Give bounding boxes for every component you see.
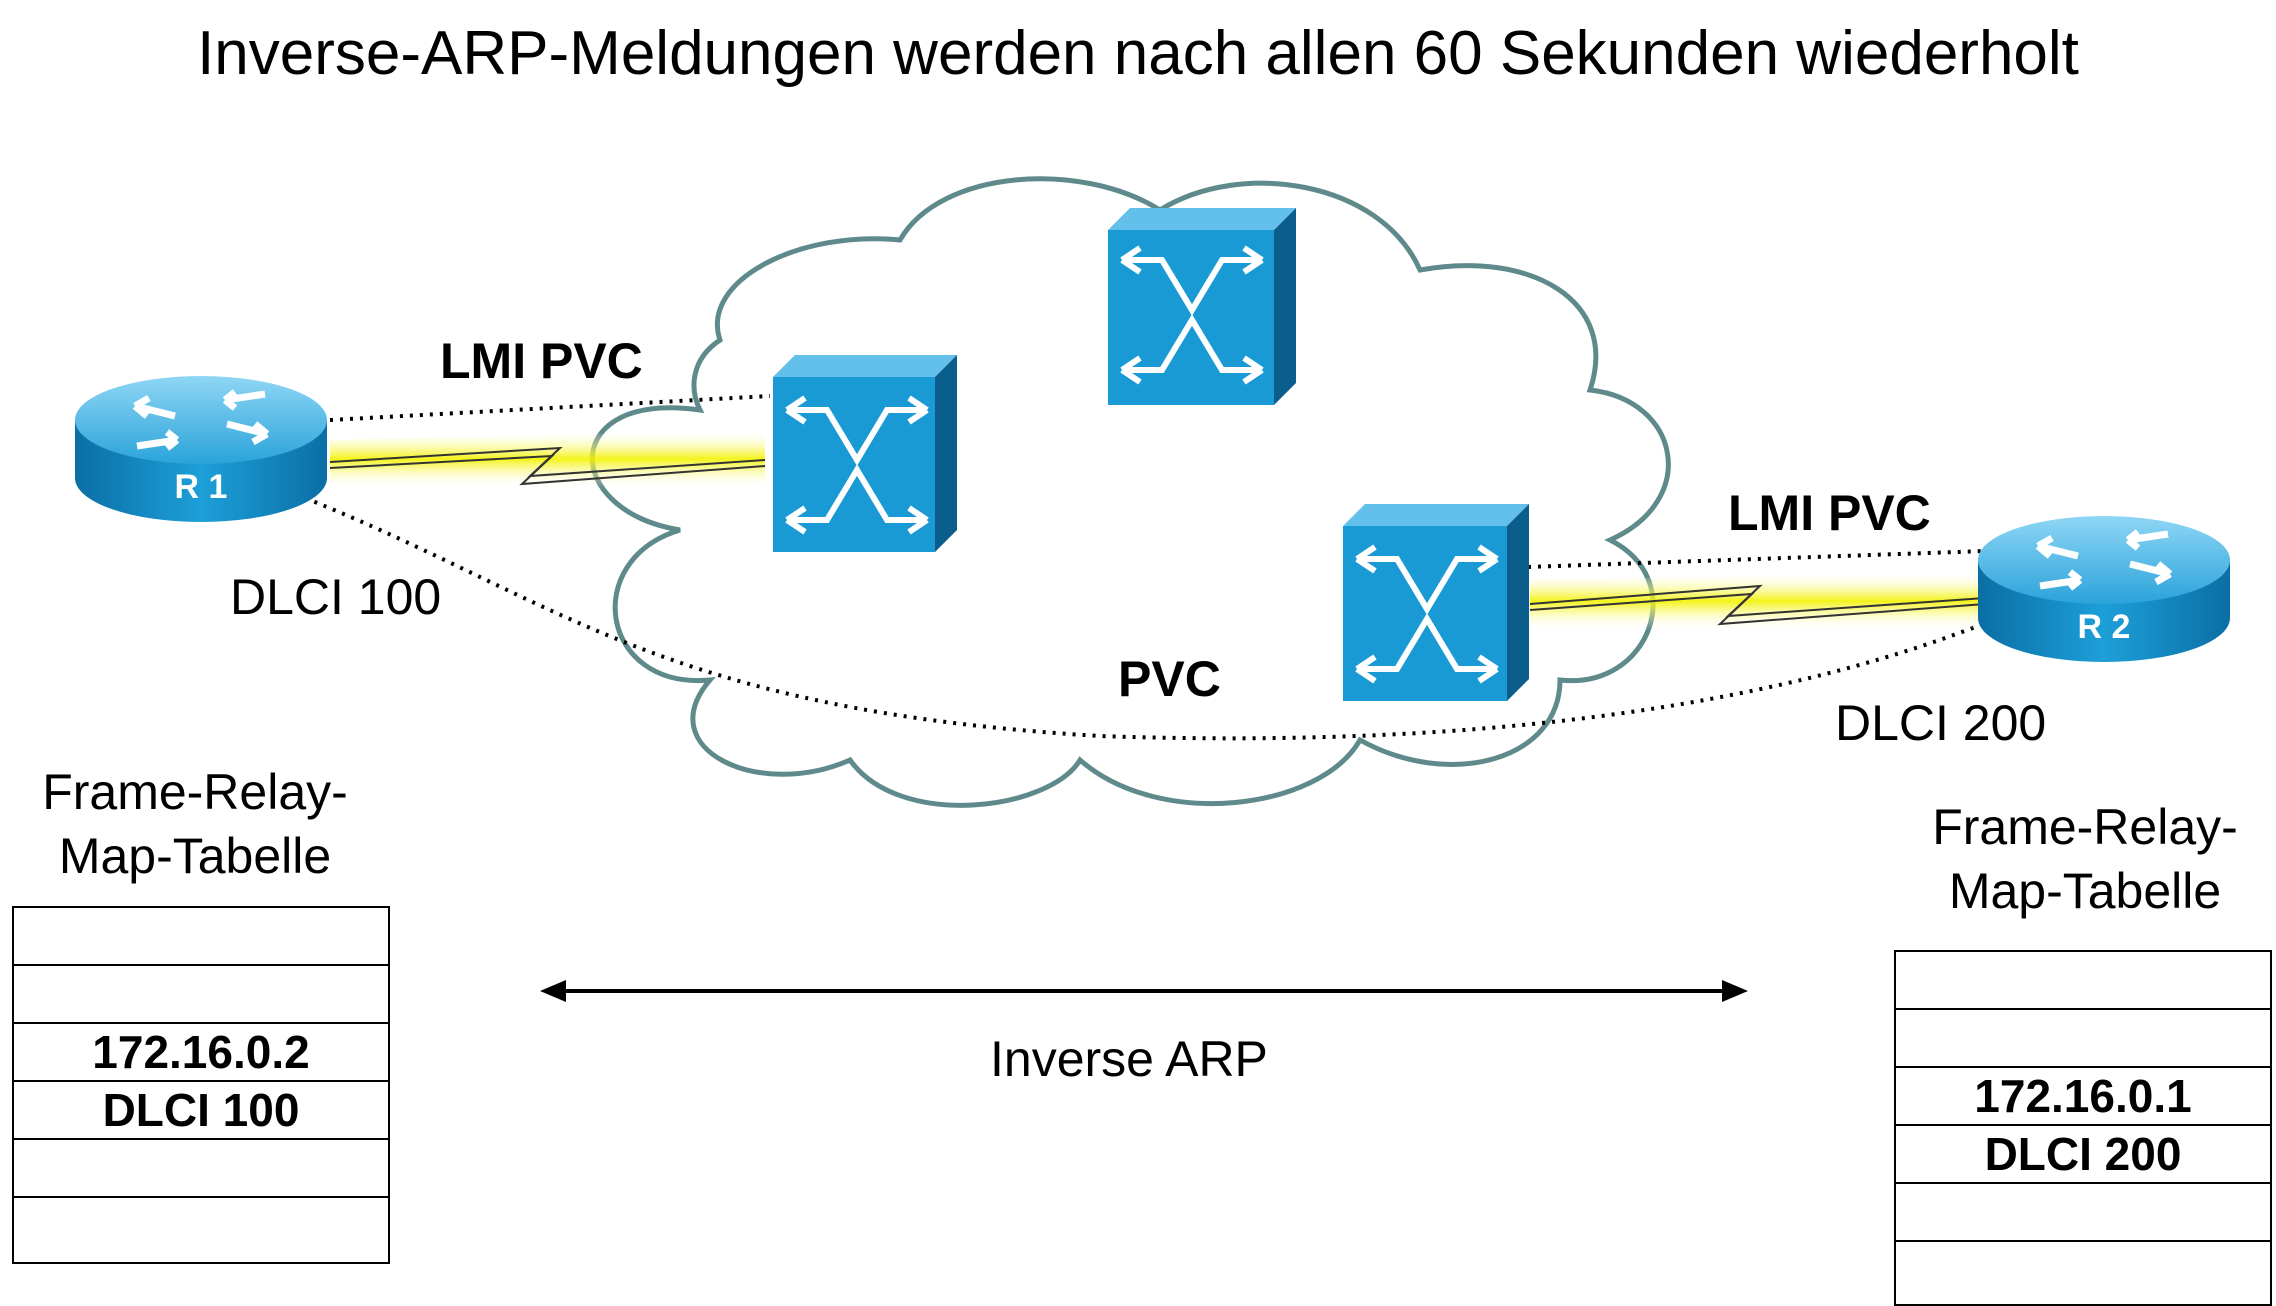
router-r1-icon: R 1: [75, 376, 327, 522]
router-r2-label: R 2: [2078, 608, 2131, 646]
map-right-table: 172.16.0.1 DLCI 200: [1894, 950, 2272, 1306]
switch-left-icon: [773, 355, 957, 552]
map-left-cell: [12, 1138, 390, 1198]
map-right-cell: [1894, 950, 2272, 1010]
pvc-label: PVC: [1118, 651, 1221, 707]
map-right-title: Frame-Relay- Map-Tabelle: [1932, 799, 2238, 919]
map-left-table: 172.16.0.2 DLCI 100: [12, 906, 390, 1264]
switch-right-icon: [1343, 504, 1529, 701]
lmi-pvc-label-left: LMI PVC: [440, 333, 643, 389]
map-left-cell: [12, 1196, 390, 1264]
map-left-cell: [12, 906, 390, 966]
map-right-cell: [1894, 1182, 2272, 1242]
serial-link-left: [329, 430, 766, 488]
dlci-right-label: DLCI 200: [1835, 695, 2047, 751]
pvc-line: [304, 496, 2004, 741]
map-right-cell: [1894, 1008, 2272, 1068]
map-right-cell: 172.16.0.1: [1894, 1066, 2272, 1126]
map-right-cell: DLCI 200: [1894, 1124, 2272, 1184]
lmi-pvc-line-right: [1527, 549, 1986, 569]
page-title: Inverse-ARP-Meldungen werden nach allen …: [197, 19, 2079, 88]
inverse-arp-arrow: [540, 980, 1748, 1002]
lmi-pvc-line-left: [329, 394, 771, 422]
map-left-cell: DLCI 100: [12, 1080, 390, 1140]
router-r2-icon: R 2: [1978, 516, 2230, 662]
map-left-cell: 172.16.0.2: [12, 1022, 390, 1082]
map-left-title: Frame-Relay- Map-Tabelle: [42, 764, 348, 884]
dlci-left-label: DLCI 100: [230, 569, 442, 625]
switch-top-icon: [1108, 208, 1296, 405]
router-r1-label: R 1: [175, 468, 228, 506]
map-right-cell: [1894, 1240, 2272, 1306]
serial-link-right: [1529, 572, 1986, 630]
lmi-pvc-label-right: LMI PVC: [1728, 485, 1931, 541]
inverse-arp-label: Inverse ARP: [990, 1031, 1268, 1087]
map-left-cell: [12, 964, 390, 1024]
